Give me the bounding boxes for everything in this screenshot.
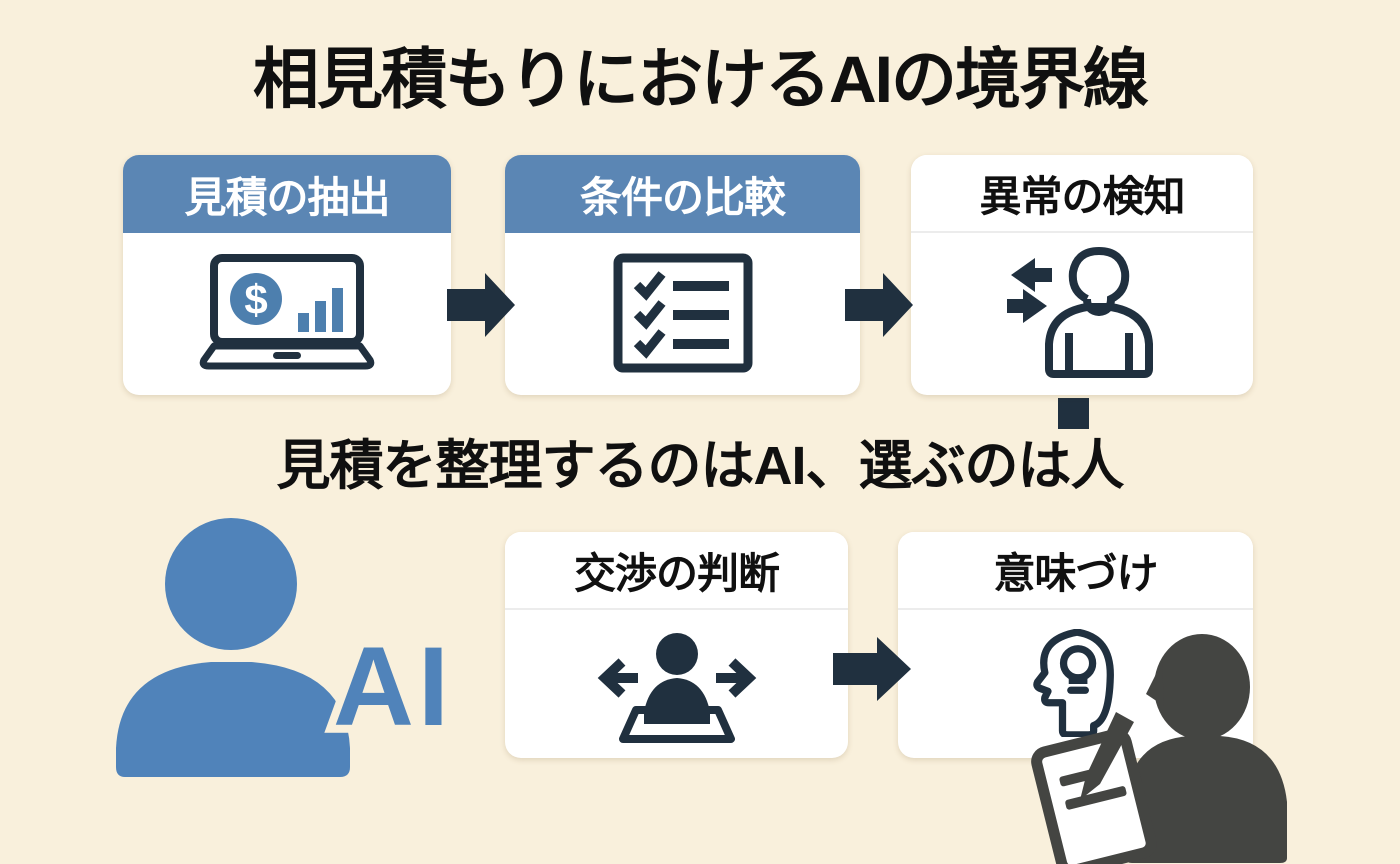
person-exchange-arrows-icon: [1007, 247, 1153, 378]
card-anomaly-detection-header: 異常の検知: [911, 155, 1253, 233]
negotiation-table-icon: [597, 633, 756, 743]
ai-label: AI: [333, 624, 453, 749]
card-condition-comparison-body: [505, 233, 860, 393]
connector-square: [1058, 398, 1089, 429]
card-condition-comparison-header: 条件の比較: [505, 155, 860, 233]
ai-person-silhouette-icon: AI: [116, 518, 457, 777]
card-quote-extraction-header: 見積の抽出: [123, 155, 451, 233]
card-anomaly-detection-body: [911, 233, 1253, 393]
card-anomaly-detection-label: 異常の検知: [979, 172, 1185, 220]
flow-arrow-icon: [845, 273, 913, 337]
card-negotiation-judgment-label: 交渉の判断: [573, 549, 780, 597]
person-writing-notepad-icon: [1031, 634, 1287, 864]
checklist-icon: [613, 253, 752, 373]
card-condition-comparison: 条件の比較: [505, 155, 860, 395]
card-negotiation-judgment: 交渉の判断: [505, 532, 848, 758]
page-title: 相見積もりにおけるAIの境界線: [253, 42, 1149, 116]
card-negotiation-judgment-body: [505, 610, 848, 756]
card-negotiation-judgment-header: 交渉の判断: [505, 532, 848, 610]
card-quote-extraction-body: $: [123, 233, 451, 393]
card-meaning-making-label: 意味づけ: [993, 549, 1158, 597]
card-condition-comparison-label: 条件の比較: [579, 173, 786, 221]
notepad: [1031, 728, 1157, 864]
card-quote-extraction: 見積の抽出 $: [123, 155, 451, 395]
card-meaning-making-body: [898, 610, 1253, 756]
flow-arrow-icon: [833, 637, 911, 701]
card-meaning-making-header: 意味づけ: [898, 532, 1253, 610]
laptop-price-chart-icon: $: [199, 254, 375, 370]
dollar-sign: $: [244, 276, 267, 323]
card-anomaly-detection: 異常の検知: [911, 155, 1253, 395]
head-lightbulb-icon: [1032, 629, 1114, 737]
headline: 見積を整理するのはAI、選ぶのは人: [276, 436, 1125, 496]
flow-arrow-icon: [447, 273, 515, 337]
card-quote-extraction-label: 見積の抽出: [184, 173, 390, 221]
pen-icon: [1080, 712, 1134, 800]
